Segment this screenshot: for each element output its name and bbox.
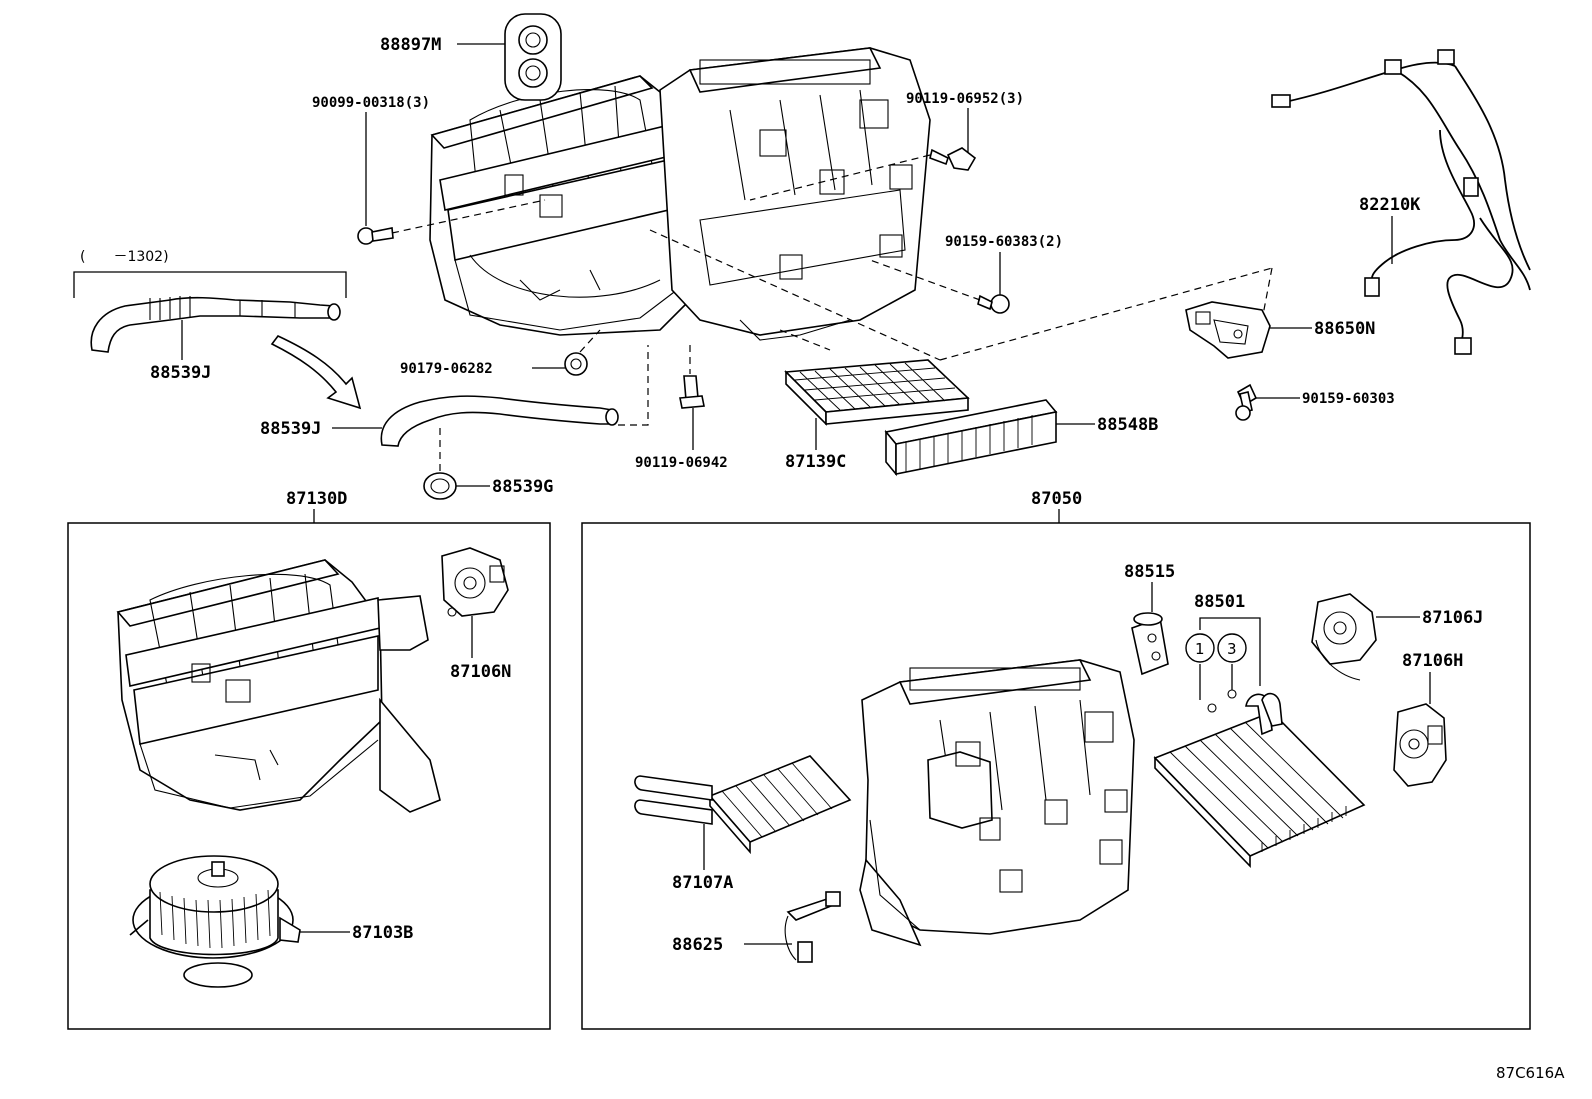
replacement-arrow (270, 335, 362, 410)
label-87106H: 87106H (1402, 651, 1463, 671)
label-88515: 88515 (1124, 562, 1175, 582)
filter-88548B (884, 399, 1058, 477)
nut-90179-06282 (564, 352, 588, 376)
hose-88539J-earlier (90, 296, 341, 353)
label-87139C: 87139C (785, 452, 846, 472)
screw-90159-60303 (1235, 383, 1258, 421)
heater-core-87107A (634, 755, 852, 855)
label-87106N: 87106N (450, 662, 511, 682)
screw-90119-06942 (679, 375, 705, 409)
label-90119-06942: 90119-06942 (635, 455, 728, 471)
expansion-valve-88515 (1131, 612, 1169, 676)
label-87050: 87050 (1031, 489, 1082, 509)
grommet-88539G (423, 472, 457, 500)
label-88539J-top: 88539J (150, 363, 211, 383)
label-87103B: 87103B (352, 923, 413, 943)
label-90179-06282: 90179-06282 (400, 361, 493, 377)
label-87130D: 87130D (286, 489, 347, 509)
label-90159-60383: 90159-60383(2) (945, 234, 1063, 250)
blower-motor-87103B (129, 855, 301, 988)
wiring-harness-82210K (1271, 49, 1531, 355)
label-88650N: 88650N (1314, 319, 1375, 339)
circle-label-1: 1 (1195, 640, 1205, 658)
actuator-87106N (441, 547, 509, 617)
label-82210K: 82210K (1359, 195, 1421, 215)
blower-housing-87130D (116, 559, 441, 813)
filter-87139C (784, 359, 970, 426)
circle-label-3: 3 (1227, 640, 1237, 658)
sensor-88625 (784, 891, 841, 963)
label-88501: 88501 (1194, 592, 1245, 612)
label-87106J: 87106J (1422, 608, 1483, 628)
label-90099-00318: 90099-00318(3) (312, 95, 430, 111)
assembly-box-87130D (67, 522, 551, 1030)
label-90159-60303: 90159-60303 (1302, 391, 1395, 407)
label-90119-06952: 90119-06952(3) (906, 91, 1024, 107)
label-88539J-mid: 88539J (260, 419, 321, 439)
label-88539G: 88539G (492, 477, 553, 497)
hose-88539J (380, 395, 619, 447)
drawing-ref: 87C616A (1496, 1064, 1565, 1082)
evaporator-88501 (1153, 692, 1366, 868)
label-88625: 88625 (672, 935, 723, 955)
model-note: ( －1302) (80, 249, 169, 265)
hvac-unit-main (429, 47, 931, 341)
label-87107A: 87107A (672, 873, 733, 893)
actuator-87106H (1393, 703, 1447, 787)
heater-unit-87050 (859, 659, 1135, 947)
label-88548B: 88548B (1097, 415, 1158, 435)
circle-ref-3 (1217, 633, 1247, 663)
part-88897M (504, 13, 562, 101)
circle-ref-1 (1185, 633, 1215, 663)
screw-90099-00318 (357, 227, 394, 245)
assembly-box-87050 (581, 522, 1531, 1030)
actuator-87106J (1311, 593, 1377, 681)
screw-90119-06952 (929, 147, 977, 171)
bracket-88650N (1185, 301, 1271, 359)
screw-90159-60383 (977, 294, 1010, 314)
label-88897M: 88897M (380, 35, 441, 55)
